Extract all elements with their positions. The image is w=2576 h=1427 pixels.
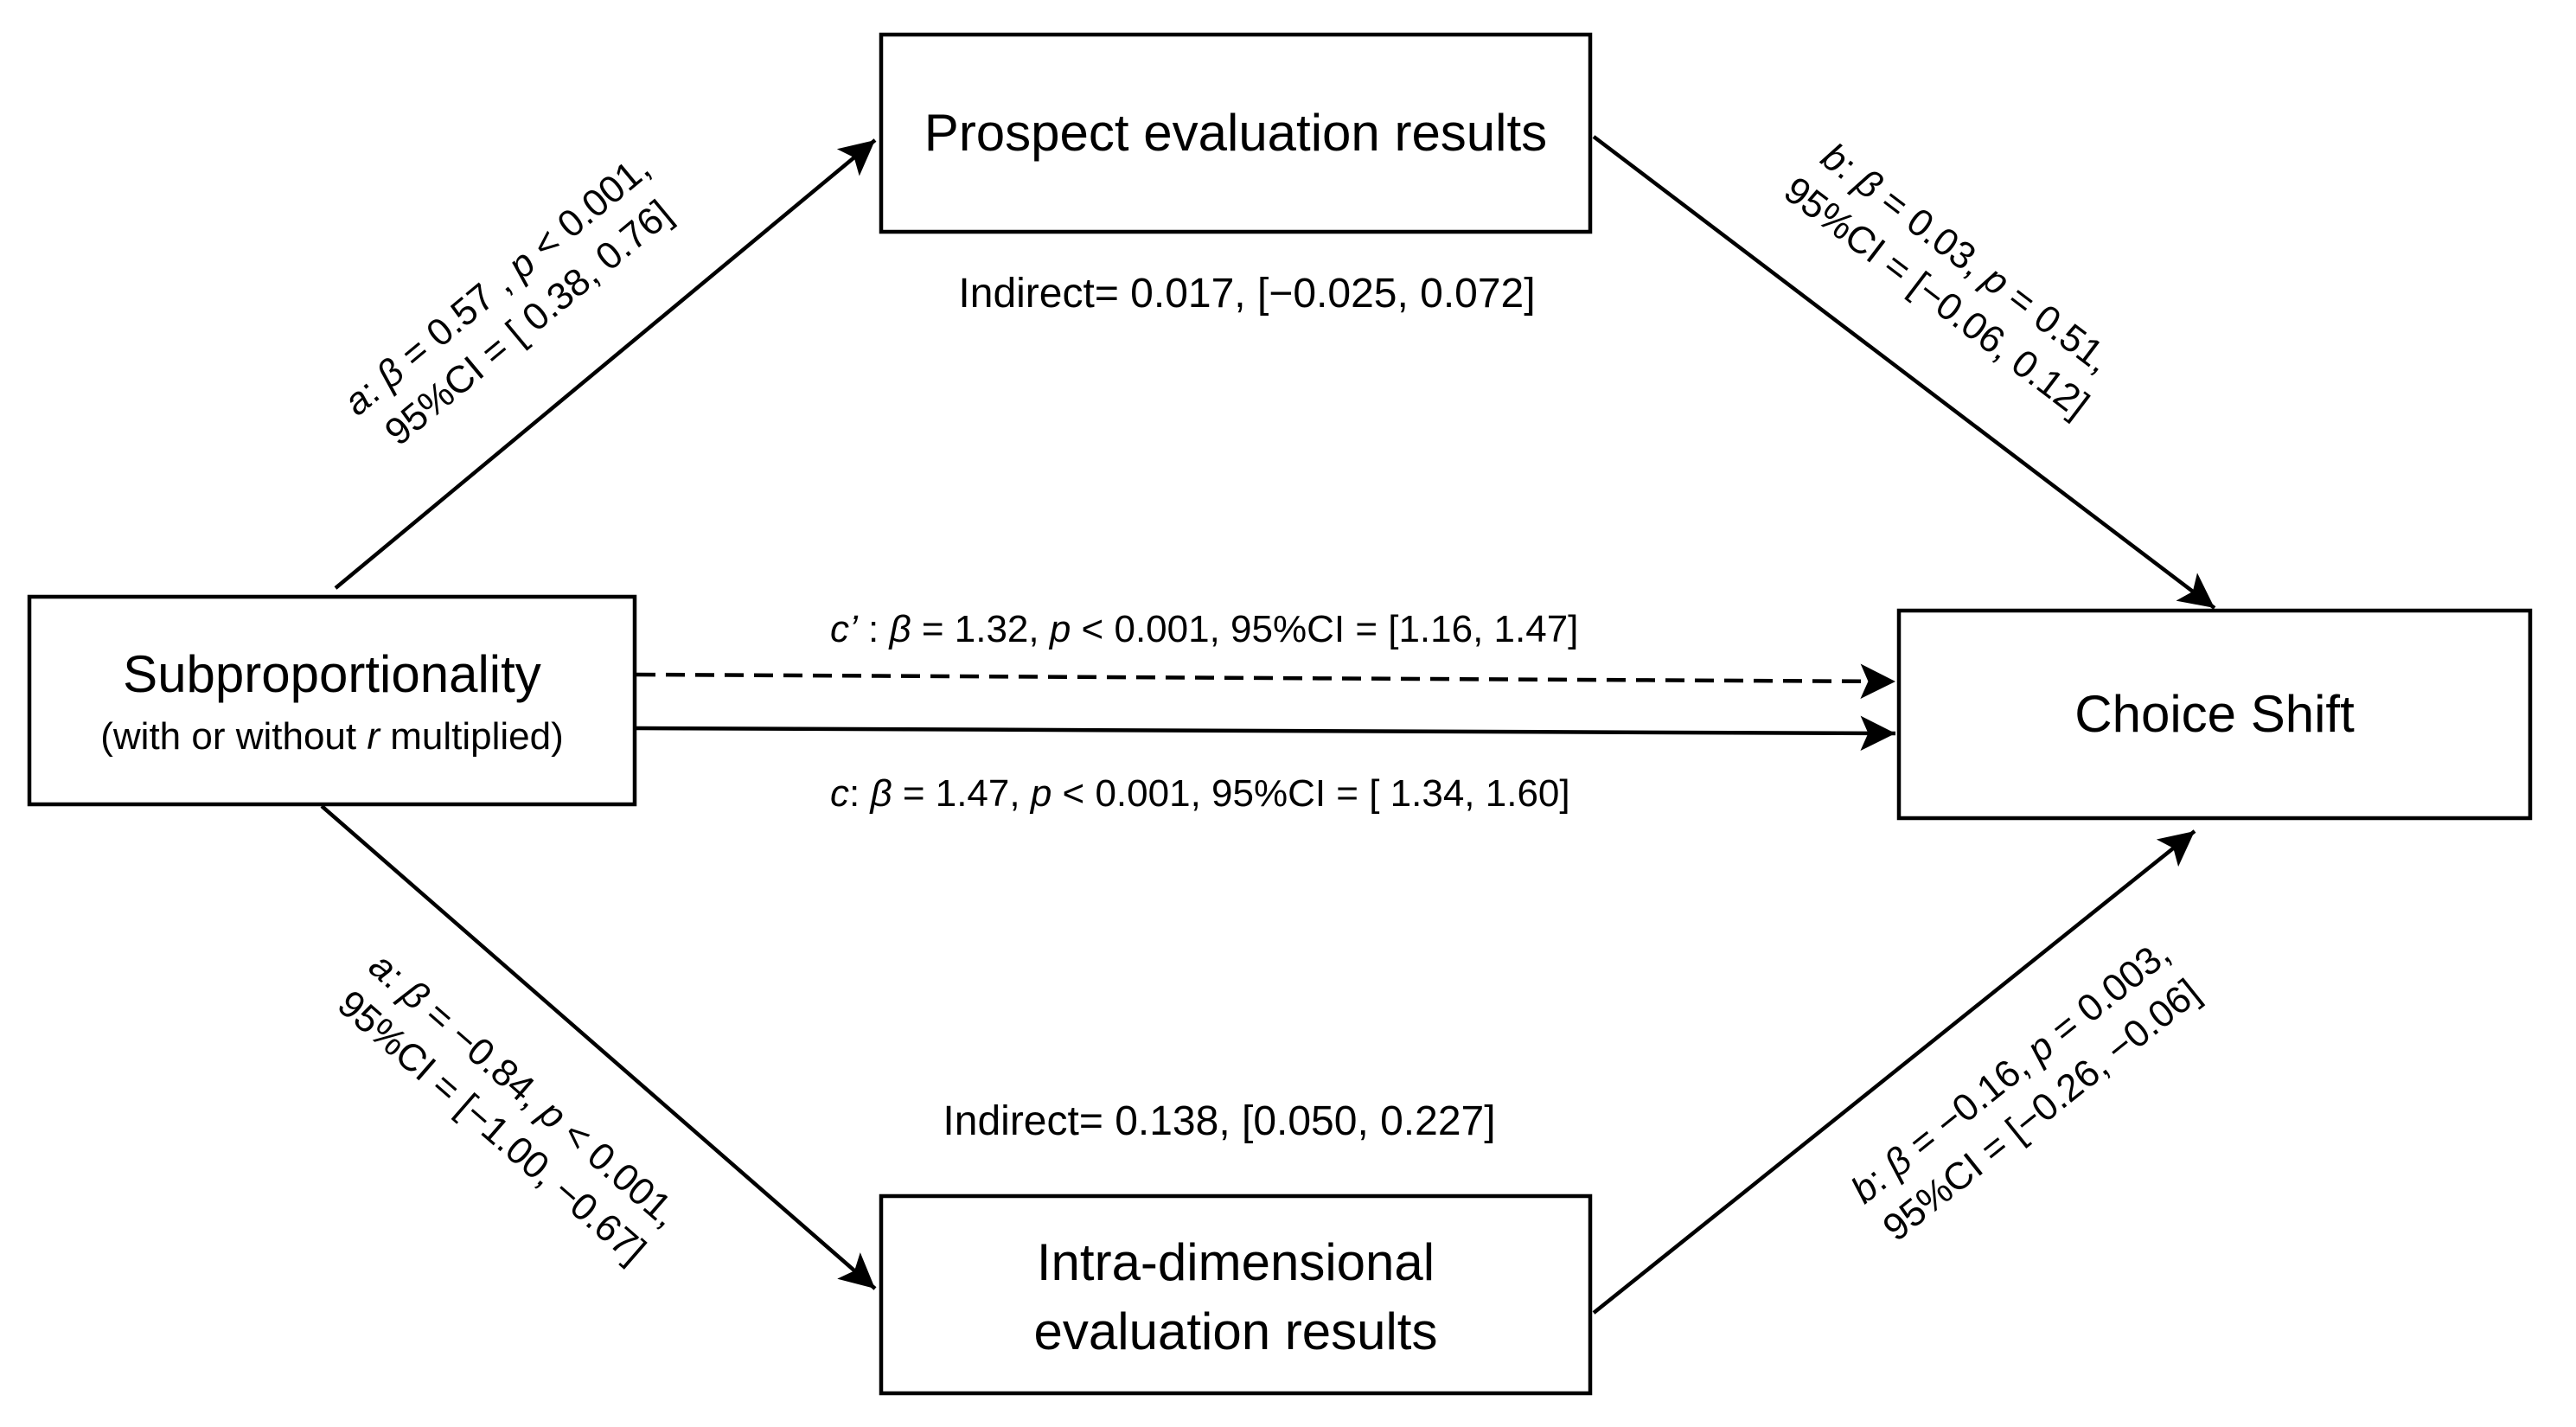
label-b-top: b: β = 0.03, p = 0.51, 95%CI = [−0.06, 0…	[1776, 135, 2119, 426]
node-subproportionality: Subproportionality (with or without r mu…	[27, 594, 637, 807]
edge-c	[636, 715, 1896, 752]
node-choice-shift: Choice Shift	[1896, 608, 2533, 821]
subtitle-post: multiplied)	[380, 715, 564, 758]
subtitle-pre: (with or without	[100, 715, 367, 758]
label-a-top-line1: a: β = 0.57 , p < 0.001,	[336, 146, 658, 424]
edge-b-bottom	[1592, 829, 2196, 1315]
node-intra-line2: evaluation results	[1034, 1302, 1438, 1360]
edge-b-top	[1592, 135, 2216, 610]
node-subproportionality-title: Subproportionality	[123, 645, 541, 703]
label-c: c: β = 1.47, p < 0.001, 95%CI = [ 1.34, …	[830, 772, 1570, 815]
label-indirect-bottom: Indirect= 0.138, [0.050, 0.227]	[943, 1098, 1495, 1144]
node-prospect-title: Prospect evaluation results	[924, 104, 1547, 162]
edge-c-prime-dashed	[636, 663, 1896, 700]
label-a-top: a: β = 0.57 , p < 0.001, 95%CI = [ 0.38,…	[336, 146, 680, 454]
edge-a-bottom	[320, 804, 877, 1290]
node-intra-line1: Intra-dimensional	[1037, 1233, 1435, 1291]
label-a-bottom-line1: a: β = −0.84, p < 0.001,	[361, 944, 687, 1236]
label-b-bottom-line2: 95%CI = [−0.26, −0.06]	[1876, 971, 2208, 1250]
label-b-bottom: b: β = −0.16, p = 0.003, 95%CI = [−0.26,…	[1844, 931, 2208, 1250]
node-choice-title: Choice Shift	[2074, 685, 2355, 743]
label-a-bottom: a: β = −0.84, p < 0.001, 95%CI = [−1.00,…	[329, 944, 687, 1272]
node-intra-dimensional: Intra-dimensional evaluation results	[879, 1193, 1593, 1396]
label-indirect-top: Indirect= 0.017, [−0.025, 0.072]	[958, 271, 1535, 317]
subtitle-var: r	[367, 715, 381, 758]
label-a-bottom-line2: 95%CI = [−1.00, −0.67]	[329, 982, 654, 1272]
label-c-prime: c’ : β = 1.32, p < 0.001, 95%CI = [1.16,…	[830, 608, 1578, 650]
edge-a-top	[334, 138, 877, 590]
node-prospect-evaluation: Prospect evaluation results	[879, 32, 1593, 234]
node-subproportionality-subtitle: (with or without r multiplied)	[100, 715, 564, 758]
